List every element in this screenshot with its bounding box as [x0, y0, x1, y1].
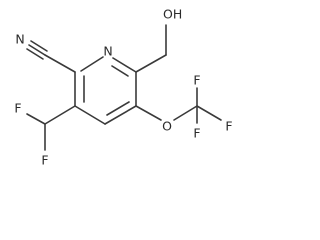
molecule-structure: N N OH O F F F F F	[14, 7, 232, 168]
pyridine-ring	[74, 56, 137, 125]
nitrile-group	[26, 40, 76, 73]
bond-c4-c5	[104, 105, 137, 125]
bond-cf3-f-right	[196, 105, 222, 121]
hydroxyl-label: OH	[163, 7, 182, 22]
bond-triple-c	[26, 48, 44, 60]
ether-oxygen-label: O	[162, 119, 172, 134]
bond-triple-b	[30, 40, 48, 52]
bond-n-c2	[80, 56, 104, 72]
fluorine-label-cf3-bottom: F	[193, 126, 200, 141]
fluorine-label-difluoro-lower: F	[41, 153, 48, 168]
bond-c6-ch2	[135, 54, 167, 73]
fluorine-label-cf3-top: F	[193, 73, 200, 88]
bond-triple-a	[28, 44, 46, 56]
fluorine-label-difluoro-upper: F	[14, 101, 21, 116]
difluoromethyl-group	[26, 105, 76, 151]
hydroxymethyl-group	[135, 24, 167, 73]
bond-c3-chf2	[44, 105, 76, 125]
bond-c3-c4	[74, 105, 106, 125]
bond-c-f-upper	[26, 113, 46, 125]
bond-o-cf3	[173, 105, 198, 121]
bond-c2-cn	[44, 54, 76, 73]
bond-c6-n	[112, 57, 137, 73]
bond-c6-n-inner	[111, 65, 129, 77]
fluorine-label-cf3-right: F	[225, 119, 232, 134]
ring-nitrogen-label: N	[103, 44, 112, 59]
bond-c5-o	[135, 105, 162, 121]
trifluoromethoxy-group	[135, 87, 222, 124]
bond-c4-c5-inner	[106, 101, 130, 116]
nitrile-nitrogen-label: N	[15, 32, 24, 47]
